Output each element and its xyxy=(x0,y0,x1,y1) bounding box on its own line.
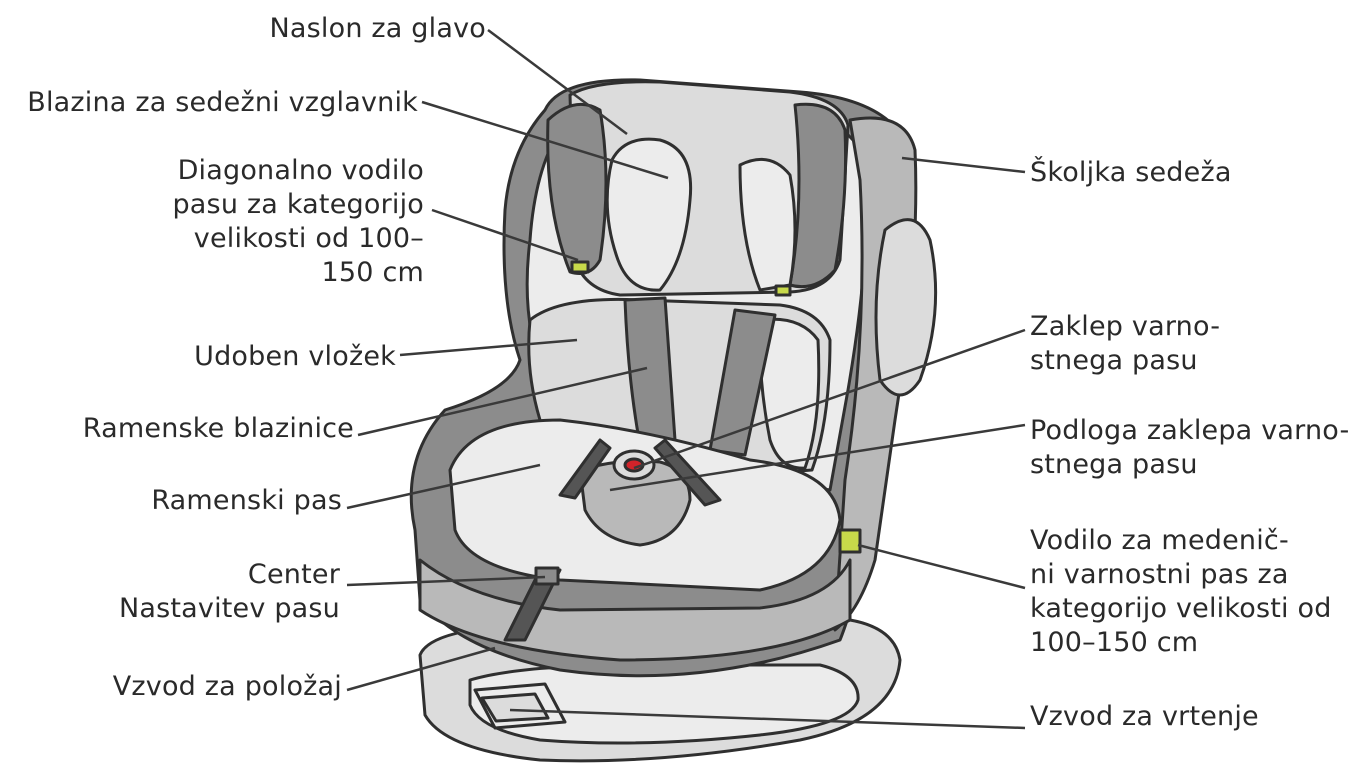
label-center-adjust: Center Nastavitev pasu xyxy=(118,559,340,624)
label-buckle-pad: Podloga zaklepa varno- stnega pasu xyxy=(1030,415,1350,480)
label-comfort-insert: Udoben vložek xyxy=(194,341,396,372)
leader-headrest xyxy=(487,28,628,136)
label-diagonal-guide: Diagonalno vodilo pasu za kategorijo vel… xyxy=(172,155,424,288)
leader-shoulder-belt xyxy=(346,463,541,510)
leader-diagonal-guide xyxy=(431,208,579,262)
leader-rotation-lever xyxy=(509,708,1026,730)
rotation-lever-handle xyxy=(480,692,550,723)
label-buckle: Zaklep varno- stnega pasu xyxy=(1030,311,1221,376)
harness-strap-left xyxy=(558,438,612,500)
leader-buckle-pad xyxy=(609,423,1026,492)
lap-guide-shape xyxy=(838,528,862,554)
harness-strap-right xyxy=(653,438,722,507)
label-headrest: Naslon za glavo xyxy=(269,13,486,44)
label-position-lever: Vzvod za položaj xyxy=(112,671,342,702)
shoulder-pad-right xyxy=(708,308,777,457)
label-headrest-cushion: Blazina za sedežni vzglavnik xyxy=(27,87,418,118)
label-lap-guide: Vodilo za medenič- ni varnostni pas za k… xyxy=(1030,525,1332,658)
leader-buckle xyxy=(633,328,1026,470)
leader-comfort-insert xyxy=(399,338,578,357)
label-rotation-lever: Vzvod za vrtenje xyxy=(1030,701,1259,732)
leader-center-adjust xyxy=(346,575,546,587)
seat-drawing xyxy=(409,78,938,763)
label-seat-shell: Školjka sedeža xyxy=(1030,157,1232,188)
comfort-insert-right xyxy=(758,317,821,470)
diagonal-guide-right xyxy=(774,284,792,297)
label-shoulder-pads: Ramenske blazinice xyxy=(82,413,354,444)
leader-shoulder-pads xyxy=(357,366,648,437)
leader-position-lever xyxy=(346,646,496,692)
headrest-cushion-shape xyxy=(605,137,693,292)
diagonal-guide-left xyxy=(570,260,590,274)
headrest-right-wing xyxy=(788,102,848,289)
headrest-left-wing xyxy=(546,102,608,275)
shell-side-oval xyxy=(874,218,938,397)
label-shoulder-belt: Ramenski pas xyxy=(151,485,342,516)
leader-lap-guide xyxy=(857,543,1026,590)
headrest-cushion-right xyxy=(738,157,797,292)
leader-headrest-cushion xyxy=(421,100,669,180)
center-adjust-buckle xyxy=(534,566,560,586)
leader-seat-shell xyxy=(901,156,1026,174)
leader-lines xyxy=(346,28,1026,730)
